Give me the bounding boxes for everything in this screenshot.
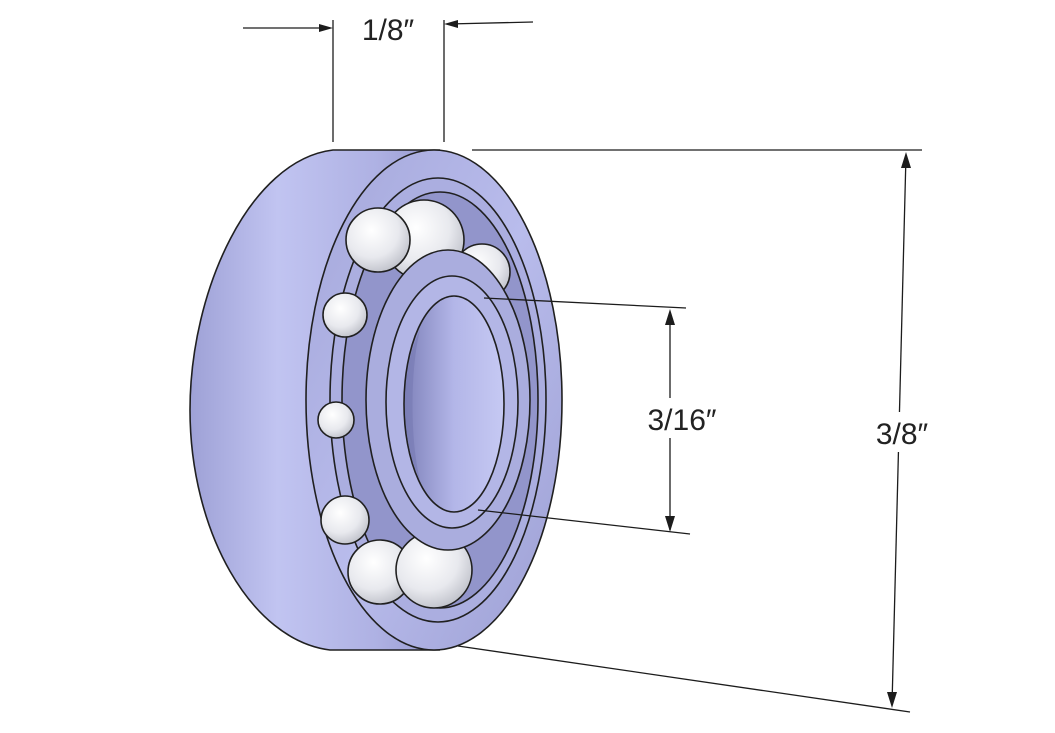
- width-label: 1/8″: [362, 14, 415, 47]
- ball: [345, 207, 411, 273]
- inner-bore: [403, 295, 505, 513]
- inner-bore-shadow: [405, 330, 420, 480]
- width-dimension: 1/8″: [243, 14, 534, 142]
- outer-diameter-label: 3/8″: [876, 418, 929, 451]
- ball: [322, 292, 368, 338]
- inner-diameter-dimension: 3/16″: [477, 297, 724, 535]
- inner-diameter-label: 3/16″: [647, 404, 716, 437]
- ball: [320, 495, 370, 545]
- ball: [317, 401, 355, 439]
- outer-diameter-dimension: 3/8″: [457, 149, 942, 713]
